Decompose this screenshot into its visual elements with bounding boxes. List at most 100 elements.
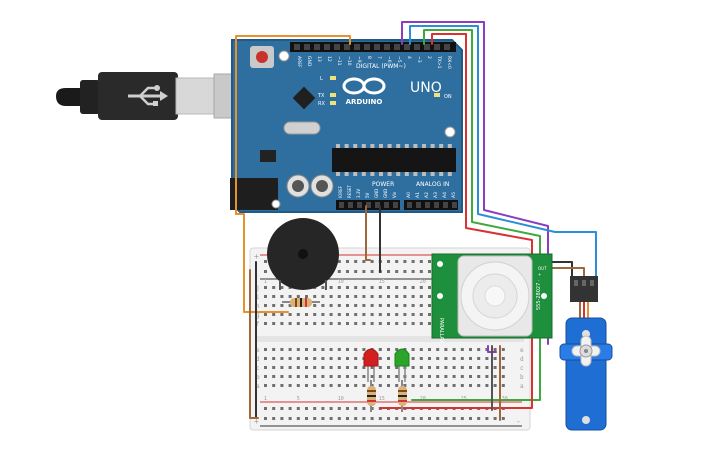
terminal-hole[interactable] [354,286,358,289]
terminal-hole[interactable] [288,313,292,316]
terminal-hole[interactable] [485,357,489,360]
terminal-hole[interactable] [460,384,464,387]
terminal-hole[interactable] [370,322,374,325]
terminal-hole[interactable] [305,313,308,316]
terminal-hole[interactable] [444,366,448,369]
terminal-hole[interactable] [411,286,415,289]
terminal-hole[interactable] [387,313,390,316]
terminal-hole[interactable] [411,348,415,351]
terminal-hole[interactable] [272,375,276,378]
terminal-hole[interactable] [272,295,276,298]
terminal-hole[interactable] [272,322,276,325]
power-rail-hole[interactable] [501,417,505,420]
terminal-hole[interactable] [378,313,382,316]
terminal-hole[interactable] [321,384,325,387]
terminal-hole[interactable] [321,366,325,369]
terminal-hole[interactable] [362,286,366,289]
power-rail-hole[interactable] [354,270,358,273]
terminal-hole[interactable] [321,304,325,307]
power-rail-hole[interactable] [395,260,399,263]
terminal-hole[interactable] [501,366,505,369]
terminal-hole[interactable] [354,348,358,351]
terminal-hole[interactable] [411,357,415,360]
power-rail-hole[interactable] [362,270,366,273]
terminal-hole[interactable] [395,286,399,289]
terminal-hole[interactable] [387,366,390,369]
terminal-hole[interactable] [436,375,440,378]
terminal-hole[interactable] [346,384,349,387]
terminal-hole[interactable] [305,384,308,387]
power-pin-hole[interactable] [393,202,398,208]
terminal-hole[interactable] [493,357,497,360]
terminal-hole[interactable] [337,304,341,307]
terminal-hole[interactable] [354,384,358,387]
power-rail-hole[interactable] [280,417,284,420]
terminal-hole[interactable] [280,295,284,298]
terminal-hole[interactable] [419,375,423,378]
terminal-hole[interactable] [403,286,407,289]
terminal-hole[interactable] [460,357,464,360]
terminal-hole[interactable] [477,348,481,351]
power-rail-hole[interactable] [395,270,399,273]
red-led[interactable] [363,348,379,382]
power-rail-hole[interactable] [305,407,308,410]
terminal-hole[interactable] [354,295,358,298]
terminal-hole[interactable] [493,384,497,387]
terminal-hole[interactable] [346,304,349,307]
green-led[interactable] [394,348,410,382]
terminal-hole[interactable] [329,384,333,387]
terminal-hole[interactable] [313,366,317,369]
terminal-hole[interactable] [477,375,481,378]
power-rail-hole[interactable] [296,407,300,410]
terminal-hole[interactable] [362,313,366,316]
power-rail-hole[interactable] [403,260,407,263]
terminal-hole[interactable] [387,322,390,325]
terminal-hole[interactable] [296,366,300,369]
terminal-hole[interactable] [272,286,276,289]
power-rail-hole[interactable] [313,417,317,420]
terminal-hole[interactable] [280,313,284,316]
terminal-hole[interactable] [288,366,292,369]
terminal-hole[interactable] [477,384,481,387]
terminal-hole[interactable] [378,384,382,387]
terminal-hole[interactable] [419,357,423,360]
power-pin-hole[interactable] [339,202,344,208]
digital-pin-hole[interactable] [294,44,300,50]
power-rail-hole[interactable] [280,407,284,410]
terminal-hole[interactable] [370,304,374,307]
terminal-hole[interactable] [395,295,399,298]
terminal-hole[interactable] [370,286,374,289]
power-pin-hole[interactable] [366,202,371,208]
terminal-hole[interactable] [264,357,267,360]
terminal-hole[interactable] [378,322,382,325]
terminal-hole[interactable] [419,286,423,289]
terminal-hole[interactable] [313,322,317,325]
terminal-hole[interactable] [329,304,333,307]
power-rail-hole[interactable] [395,417,399,420]
terminal-hole[interactable] [403,313,407,316]
power-rail-hole[interactable] [436,417,440,420]
terminal-hole[interactable] [436,348,440,351]
terminal-hole[interactable] [264,348,267,351]
terminal-hole[interactable] [428,322,431,325]
terminal-hole[interactable] [485,348,489,351]
terminal-hole[interactable] [485,366,489,369]
terminal-hole[interactable] [264,375,267,378]
power-rail-hole[interactable] [387,270,390,273]
terminal-hole[interactable] [346,366,349,369]
terminal-hole[interactable] [288,304,292,307]
terminal-hole[interactable] [337,357,341,360]
power-rail-hole[interactable] [411,260,415,263]
terminal-hole[interactable] [411,366,415,369]
terminal-hole[interactable] [288,348,292,351]
terminal-hole[interactable] [337,366,341,369]
terminal-hole[interactable] [288,375,292,378]
terminal-hole[interactable] [387,286,390,289]
terminal-hole[interactable] [296,357,300,360]
digital-pin-hole[interactable] [304,44,310,50]
terminal-hole[interactable] [444,375,448,378]
terminal-hole[interactable] [337,384,341,387]
terminal-hole[interactable] [395,304,399,307]
terminal-hole[interactable] [411,375,415,378]
terminal-hole[interactable] [264,286,267,289]
